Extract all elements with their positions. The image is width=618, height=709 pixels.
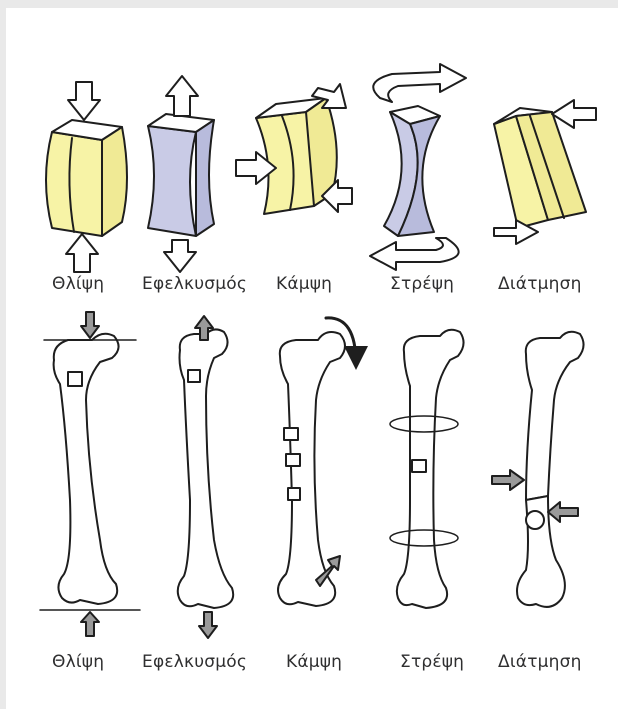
- femur-shear: [517, 332, 584, 607]
- bottom-label-torsion: Στρέψη: [400, 652, 464, 672]
- femur-compression-arrow-top: [81, 312, 99, 338]
- bottom-label-bending: Κάμψη: [286, 652, 342, 672]
- tension-arrow-bottom: [164, 240, 196, 272]
- top-label-torsion: Στρέψη: [390, 274, 454, 294]
- torsion-block: [384, 106, 440, 236]
- tension-block: [148, 114, 214, 236]
- compression-arrow-bottom: [66, 234, 98, 272]
- femur-tension: [178, 329, 233, 608]
- compression-arrow-top: [68, 82, 100, 120]
- bottom-label-compression: Θλίψη: [52, 652, 104, 672]
- top-label-tension: Εφελκυσμός: [142, 274, 247, 294]
- femur-tension-arrow-bottom: [199, 612, 217, 638]
- top-label-bending: Κάμψη: [276, 274, 332, 294]
- femur-shear-arrow-left: [492, 470, 524, 490]
- top-label-shear: Διάτμηση: [498, 274, 582, 294]
- femur-compression: [54, 334, 119, 604]
- femur-torsion: [390, 330, 464, 608]
- femur-shear-arrow-right: [548, 502, 578, 522]
- shear-arrow-top: [552, 100, 596, 128]
- bottom-label-shear: Διάτμηση: [498, 652, 582, 672]
- torsion-arrow-bottom: [370, 238, 459, 270]
- torsion-arrow-top: [373, 64, 466, 102]
- compression-block: [46, 120, 127, 236]
- top-label-compression: Θλίψη: [52, 274, 104, 294]
- tension-arrow-top: [166, 76, 198, 116]
- bottom-label-tension: Εφελκυσμός: [142, 652, 247, 672]
- femur-compression-arrow-bottom: [81, 612, 99, 636]
